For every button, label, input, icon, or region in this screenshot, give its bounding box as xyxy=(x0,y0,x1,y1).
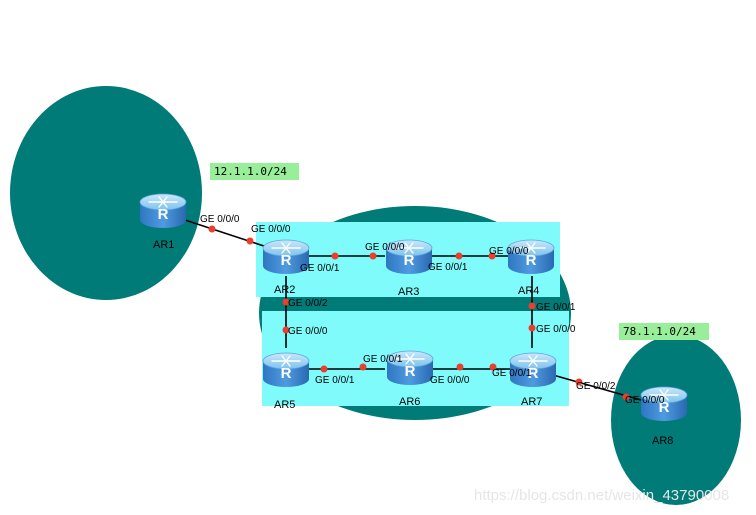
router-ar5[interactable]: AR5 xyxy=(262,352,310,411)
port-dot xyxy=(528,302,536,310)
router-ar7[interactable]: AR7 xyxy=(509,352,557,408)
port-dot xyxy=(320,365,328,373)
port-label-ar7-ge002: GE 0/0/2 xyxy=(576,381,616,392)
router-label-ar2: AR2 xyxy=(274,284,295,296)
port-label-ar8-ge000: GE 0/0/0 xyxy=(625,395,665,406)
router-label-ar7: AR7 xyxy=(521,396,542,408)
port-dot xyxy=(282,298,290,306)
port-dot xyxy=(208,225,216,233)
subnet-box-right xyxy=(619,323,709,340)
port-label-ar2-ge001: GE 0/0/1 xyxy=(300,263,340,274)
port-label-ar7-ge000-up: GE 0/0/0 xyxy=(536,324,576,335)
port-label-ar6-ge000: GE 0/0/0 xyxy=(430,375,470,386)
port-label-ar5-ge001: GE 0/0/1 xyxy=(315,375,355,386)
router-icon xyxy=(262,352,310,388)
subnet-box-left xyxy=(210,163,299,180)
router-ar8[interactable]: AR8 xyxy=(640,386,688,447)
router-ar2[interactable]: AR2 xyxy=(262,239,310,296)
subnet-label-left: 12.1.1.0/24 xyxy=(214,165,287,178)
port-dot xyxy=(282,326,290,334)
router-icon xyxy=(139,193,187,229)
port-label-ar6-ge001: GE 0/0/1 xyxy=(363,354,403,365)
port-dot xyxy=(488,252,496,260)
port-dot xyxy=(331,252,339,260)
router-label-ar4: AR4 xyxy=(518,285,539,297)
port-label-ar2-ge002: GE 0/0/2 xyxy=(288,298,328,309)
port-dot xyxy=(489,363,497,371)
router-label-ar6: AR6 xyxy=(399,396,420,408)
port-dot xyxy=(359,363,367,371)
subnet-label-right: 78.1.1.0/24 xyxy=(623,325,696,338)
router-label-ar5: AR5 xyxy=(274,399,295,411)
port-label-ar7-ge001: GE 0/0/1 xyxy=(492,368,532,379)
link-ar1-ar2 xyxy=(184,219,271,249)
port-label-ar3-ge000: GE 0/0/0 xyxy=(365,242,405,253)
router-ar4[interactable]: AR4 xyxy=(507,239,555,297)
router-ar6[interactable]: AR6 xyxy=(386,350,434,408)
port-dot xyxy=(575,378,583,386)
port-label-ar4-ge001: GE 0/0/1 xyxy=(536,302,576,313)
router-label-ar1: AR1 xyxy=(153,239,174,251)
port-label-ar4-ge000: GE 0/0/0 xyxy=(489,246,529,257)
port-dot xyxy=(528,324,536,332)
watermark: https://blog.csdn.net/weixin_43790008 xyxy=(474,487,729,504)
port-dots xyxy=(208,225,630,401)
port-dot xyxy=(455,252,463,260)
port-label-ar5-ge000: GE 0/0/0 xyxy=(288,326,328,337)
router-ar3[interactable]: AR3 xyxy=(385,239,433,298)
area-left xyxy=(10,86,202,300)
router-ar1[interactable]: AR1 xyxy=(139,193,187,251)
port-label-ar1-ge000: GE 0/0/0 xyxy=(200,214,240,225)
port-label-ar3-ge001: GE 0/0/1 xyxy=(428,262,468,273)
port-dot xyxy=(456,363,464,371)
router-label-ar8: AR8 xyxy=(652,435,673,447)
port-dot xyxy=(369,252,377,260)
interface-labels: GE 0/0/0 GE 0/0/0 GE 0/0/1 GE 0/0/2 GE 0… xyxy=(200,214,665,406)
port-dot xyxy=(246,237,254,245)
port-label-ar2-ge000: GE 0/0/0 xyxy=(251,224,291,235)
area-right xyxy=(611,335,741,505)
router-label-ar3: AR3 xyxy=(398,286,419,298)
port-dot xyxy=(622,393,630,401)
